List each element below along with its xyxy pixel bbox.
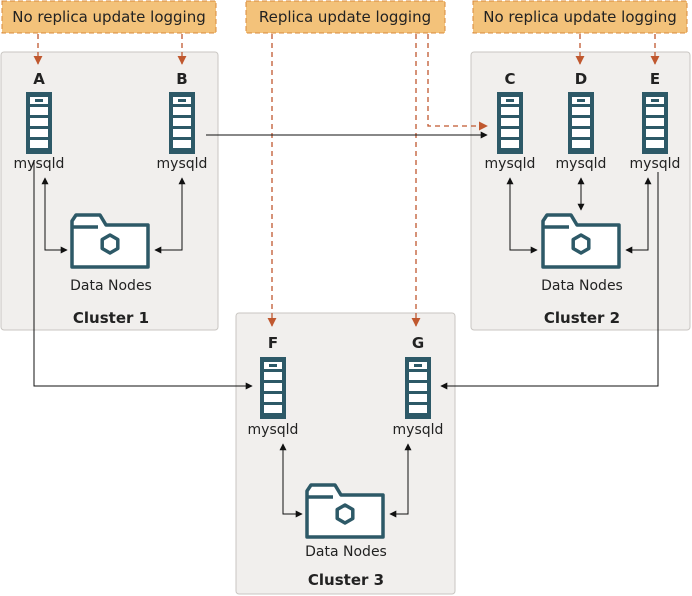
server-f: F mysqld <box>248 334 299 438</box>
server-b-label: B <box>176 70 187 88</box>
note-center-text: Replica update logging <box>259 8 431 26</box>
cluster-1-name: Cluster 1 <box>73 309 149 327</box>
note-right-text: No replica update logging <box>483 8 677 26</box>
server-a-label: A <box>33 70 45 88</box>
server-f-icon <box>260 357 286 419</box>
server-d-icon <box>568 92 594 154</box>
server-a-icon <box>26 92 52 154</box>
note-center: Replica update logging <box>245 0 446 34</box>
cluster-1-panel <box>0 51 219 331</box>
dashed-arrow-to-c <box>427 34 488 131</box>
server-c: C mysqld <box>485 70 536 172</box>
server-g: G mysqld <box>393 334 444 438</box>
server-d: D mysqld <box>556 70 607 172</box>
server-e-process: mysqld <box>630 156 681 172</box>
server-b-icon <box>169 92 195 154</box>
link-g-datanodes <box>389 443 412 518</box>
server-d-process: mysqld <box>556 156 607 172</box>
server-f-process: mysqld <box>248 422 299 438</box>
link-f-datanodes <box>279 443 303 518</box>
server-c-icon <box>497 92 523 154</box>
server-a-process: mysqld <box>14 156 65 172</box>
note-left: No replica update logging <box>1 0 217 34</box>
cluster-3-panel <box>235 312 456 595</box>
cluster-3-name: Cluster 3 <box>308 571 384 589</box>
data-nodes-cluster-2-label: Data Nodes <box>541 278 623 294</box>
link-c-datanodes <box>506 177 538 254</box>
server-g-label: G <box>412 334 424 352</box>
server-e-label: E <box>650 70 660 88</box>
server-c-label: C <box>504 70 515 88</box>
note-left-text: No replica update logging <box>12 8 206 26</box>
data-nodes-cluster-3: Data Nodes <box>305 483 387 560</box>
server-g-process: mysqld <box>393 422 444 438</box>
server-e: E mysqld <box>630 70 681 172</box>
server-f-label: F <box>268 334 278 352</box>
link-b-datanodes <box>154 177 186 254</box>
link-a-datanodes <box>41 177 68 254</box>
data-nodes-cluster-2: Data Nodes <box>541 213 623 294</box>
note-right: No replica update logging <box>472 0 688 34</box>
server-e-icon <box>642 92 668 154</box>
server-c-process: mysqld <box>485 156 536 172</box>
data-nodes-cluster-1-label: Data Nodes <box>70 278 152 294</box>
replication-e-to-g <box>440 172 659 390</box>
link-e-datanodes <box>625 177 652 254</box>
data-nodes-cluster-1: Data Nodes <box>70 213 152 294</box>
server-b: B mysqld <box>157 70 208 172</box>
data-nodes-cluster-3-label: Data Nodes <box>305 544 387 560</box>
server-b-process: mysqld <box>157 156 208 172</box>
server-g-icon <box>405 357 431 419</box>
cluster-2-name: Cluster 2 <box>544 309 620 327</box>
replication-a-to-f <box>33 160 253 390</box>
server-d-label: D <box>575 70 587 88</box>
server-a: A mysqld <box>14 70 65 172</box>
